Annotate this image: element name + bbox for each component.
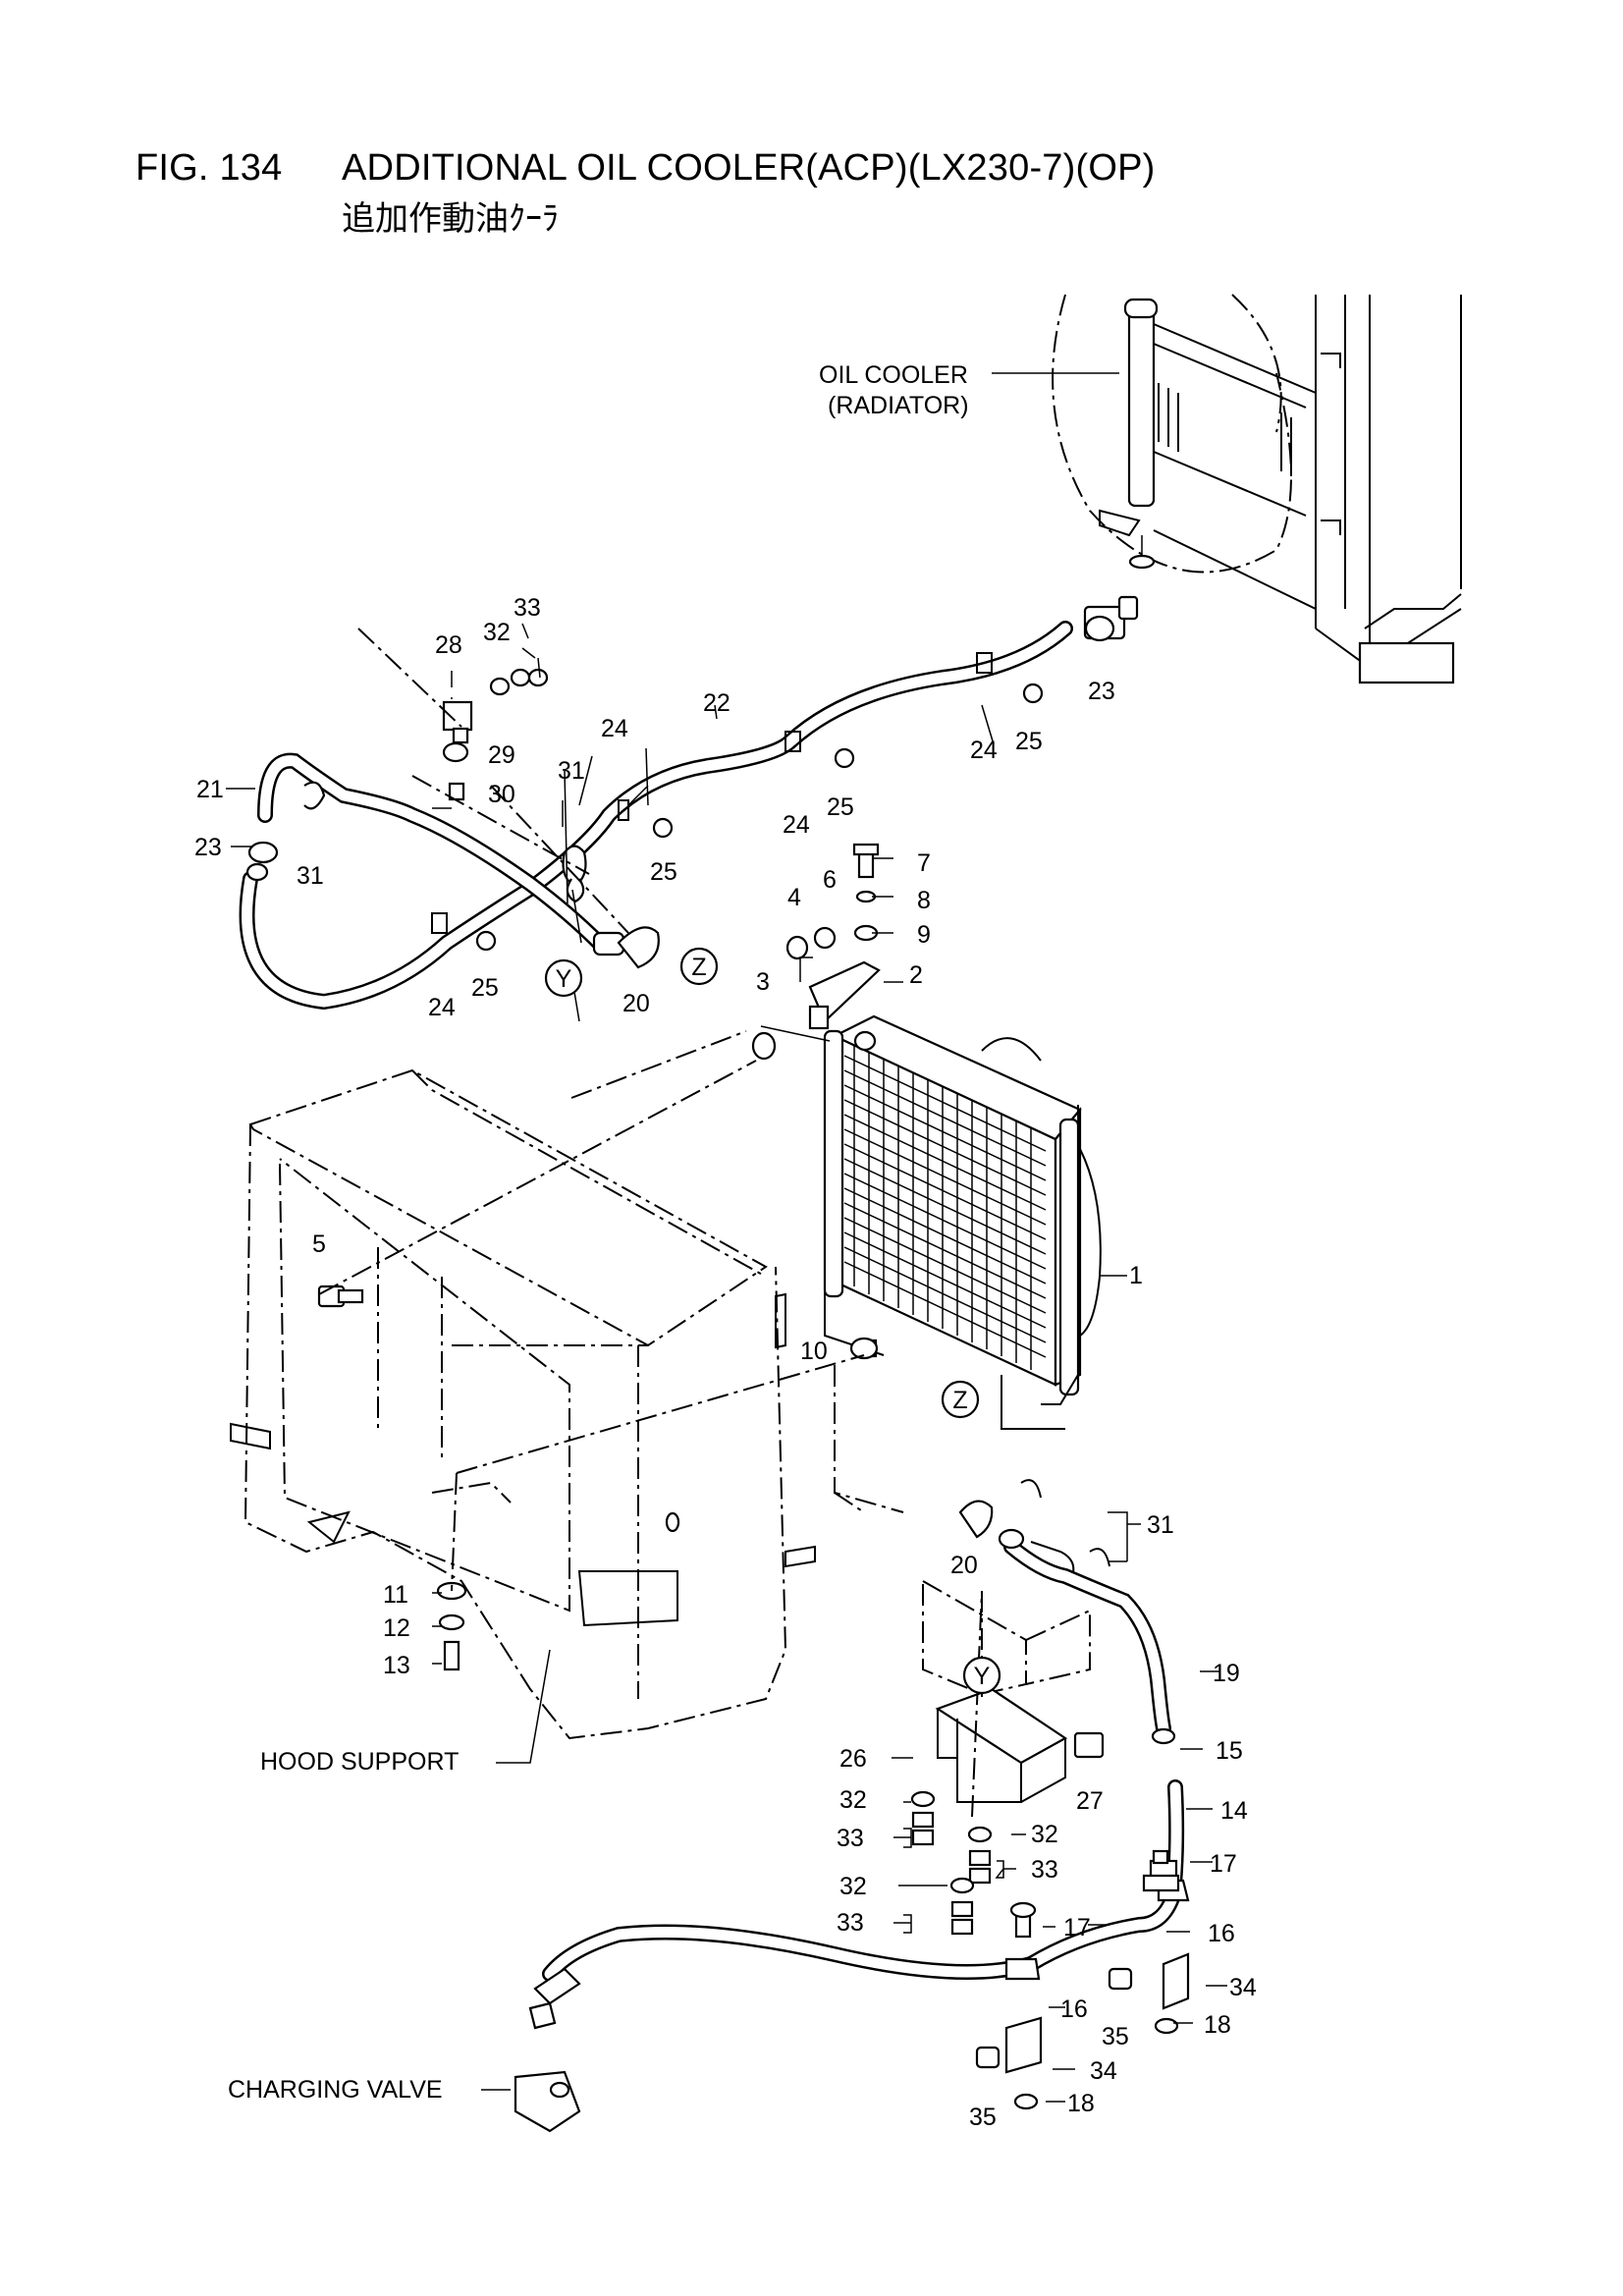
callout-32-d: 32 bbox=[839, 1873, 867, 1900]
callout-16-lower: 16 bbox=[1060, 1995, 1088, 2023]
label-charging-valve: CHARGING VALVE bbox=[228, 2076, 443, 2104]
callout-30: 30 bbox=[488, 781, 515, 808]
callout-5: 5 bbox=[312, 1230, 326, 1258]
label-radiator: (RADIATOR) bbox=[828, 392, 969, 419]
callout-11: 11 bbox=[383, 1581, 408, 1609]
callout-31-a: 31 bbox=[558, 757, 585, 785]
callout-25-d: 25 bbox=[1015, 728, 1043, 755]
callout-19: 19 bbox=[1213, 1660, 1240, 1687]
callout-27: 27 bbox=[1076, 1787, 1104, 1815]
callout-34-upper: 34 bbox=[1229, 1974, 1257, 2001]
reference-markers bbox=[544, 947, 1001, 1695]
callout-35-lower: 35 bbox=[969, 2104, 997, 2131]
callout-20-upper: 20 bbox=[622, 990, 650, 1017]
figure-name-japanese: 追加作動油ｸｰﾗ bbox=[342, 200, 559, 238]
callout-23-right: 23 bbox=[1088, 678, 1115, 705]
callout-33-d: 33 bbox=[837, 1909, 864, 1937]
ref-z-lower: Z bbox=[952, 1387, 967, 1414]
upper-hose-drawing bbox=[239, 595, 1139, 1011]
callout-17-lower: 17 bbox=[1063, 1914, 1091, 1941]
callout-31-b: 31 bbox=[297, 862, 324, 890]
callout-10: 10 bbox=[800, 1338, 828, 1365]
callout-35-upper: 35 bbox=[1102, 2023, 1129, 2050]
callout-24-a: 24 bbox=[601, 715, 628, 742]
ref-y-lower: Y bbox=[974, 1663, 991, 1690]
callout-32-c: 32 bbox=[1031, 1821, 1058, 1848]
callout-32-a: 32 bbox=[483, 619, 511, 646]
callout-23-left: 23 bbox=[194, 834, 222, 861]
figure-number: FIG. 134 bbox=[135, 147, 283, 189]
ref-y-upper: Y bbox=[556, 965, 572, 993]
callout-8: 8 bbox=[917, 887, 931, 914]
callout-28: 28 bbox=[435, 631, 462, 659]
label-hood-support: HOOD SUPPORT bbox=[260, 1748, 459, 1776]
bracket-parts-drawing bbox=[317, 843, 881, 1671]
callout-24-d: 24 bbox=[428, 994, 456, 1021]
callout-22: 22 bbox=[703, 689, 730, 717]
lower-pipe-drawing bbox=[514, 1479, 1190, 2133]
callout-25-a: 25 bbox=[471, 974, 499, 1002]
callout-7: 7 bbox=[917, 849, 931, 877]
mounting-bracket-drawing bbox=[910, 1579, 1105, 1936]
callout-2: 2 bbox=[909, 961, 923, 989]
callout-17-upper: 17 bbox=[1210, 1850, 1237, 1878]
ref-z-upper: Z bbox=[691, 954, 706, 981]
callout-33-a: 33 bbox=[514, 594, 541, 622]
callout-18-upper: 18 bbox=[1204, 2011, 1231, 2039]
callout-13: 13 bbox=[383, 1652, 410, 1679]
figure-title: FIG. 134 ADDITIONAL OIL COOLER(ACP)(LX230… bbox=[135, 147, 1156, 190]
callout-4: 4 bbox=[787, 884, 801, 911]
figure-name: ADDITIONAL OIL COOLER(ACP)(LX230-7)(OP) bbox=[342, 147, 1156, 189]
callout-29: 29 bbox=[488, 741, 515, 769]
callout-25-b: 25 bbox=[650, 858, 677, 886]
callout-33-b: 33 bbox=[837, 1825, 864, 1852]
radiator-detail-drawing bbox=[1052, 294, 1462, 684]
callout-6: 6 bbox=[823, 866, 837, 894]
leader-lines bbox=[226, 372, 1227, 2103]
callout-32-b: 32 bbox=[839, 1786, 867, 1814]
hood-support-drawing bbox=[230, 1068, 816, 1740]
callout-24-b: 24 bbox=[783, 811, 810, 839]
label-oil-cooler: OIL COOLER bbox=[819, 361, 968, 389]
callout-3: 3 bbox=[756, 968, 770, 996]
callout-20-lower: 20 bbox=[950, 1552, 978, 1579]
callout-14: 14 bbox=[1220, 1797, 1248, 1825]
callout-16-upper: 16 bbox=[1208, 1920, 1235, 1947]
callout-18-lower: 18 bbox=[1067, 2090, 1095, 2117]
callout-25-c: 25 bbox=[827, 793, 854, 821]
callout-33-c: 33 bbox=[1031, 1856, 1058, 1884]
callout-1: 1 bbox=[1129, 1262, 1143, 1289]
oil-cooler-core-drawing bbox=[823, 1014, 1102, 1430]
callout-24-c: 24 bbox=[970, 737, 998, 764]
callout-21: 21 bbox=[196, 776, 224, 803]
callout-26: 26 bbox=[839, 1745, 867, 1773]
callout-34-lower: 34 bbox=[1090, 2057, 1117, 2085]
callout-9: 9 bbox=[917, 921, 931, 949]
callout-12: 12 bbox=[383, 1614, 410, 1642]
callout-31-c: 31 bbox=[1147, 1511, 1174, 1539]
callout-15: 15 bbox=[1216, 1737, 1243, 1765]
